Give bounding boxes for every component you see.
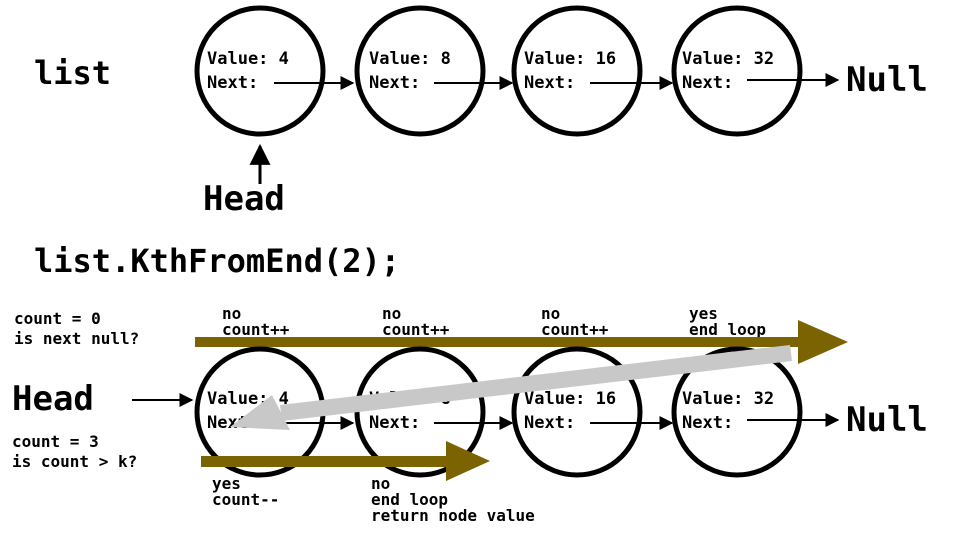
second-pass-step-1-line-1: yes xyxy=(212,474,241,493)
top-node-1-next: Next: xyxy=(207,73,258,93)
bottom-node-4-next: Next: xyxy=(682,413,733,433)
second-pass-intro-2: is count > k? xyxy=(12,452,137,471)
top-node-3-next: Next: xyxy=(524,73,575,93)
first-pass-step-2-line-1: no xyxy=(382,304,401,323)
second-pass-arrow-shaft xyxy=(201,456,448,467)
first-pass-step-1-line-2: count++ xyxy=(222,320,290,339)
top-head-label: Head xyxy=(203,179,285,219)
return-arrow xyxy=(230,345,792,430)
first-pass-intro-2: is next null? xyxy=(14,329,139,348)
bottom-code-label: list.KthFromEnd(2); xyxy=(34,242,400,280)
bottom-node-3-next: Next: xyxy=(524,413,575,433)
top-node-4-value: Value: 32 xyxy=(682,49,774,69)
top-node-4-next: Next: xyxy=(682,73,733,93)
first-pass-step-3-line-2: count++ xyxy=(541,320,609,339)
return-arrow-head xyxy=(230,395,290,430)
first-pass-step-1-line-1: no xyxy=(222,304,241,323)
return-arrow-shaft xyxy=(280,345,792,421)
bottom-node-4-circle xyxy=(671,346,803,478)
first-pass-step-2-line-2: count++ xyxy=(382,320,450,339)
first-pass-intro-1: count = 0 xyxy=(14,309,101,328)
first-pass-arrow-head xyxy=(798,320,848,364)
top-node-3-value: Value: 16 xyxy=(524,49,616,69)
top-node-2-circle xyxy=(354,5,486,137)
second-pass-intro-1: count = 3 xyxy=(12,432,99,451)
bottom-node-3: Value: 16 Next: xyxy=(511,346,643,478)
top-node-1: Value: 4 Next: xyxy=(194,5,326,137)
second-pass-arrow xyxy=(201,441,490,481)
first-pass-step-3-line-1: no xyxy=(541,304,560,323)
bottom-node-3-value: Value: 16 xyxy=(524,389,616,409)
bottom-null-label: Null xyxy=(846,400,928,440)
first-pass-step-4-line-2: end loop xyxy=(689,320,766,339)
top-node-3: Value: 16 Next: xyxy=(511,5,643,137)
second-pass-step-2-line-1: no xyxy=(371,474,390,493)
top-node-4: Value: 32 Next: xyxy=(671,5,803,137)
first-pass-arrow-shaft xyxy=(195,337,801,347)
bottom-node-4-value: Value: 32 xyxy=(682,389,774,409)
second-pass-step-1-line-2: count-- xyxy=(212,490,279,509)
first-pass-arrow xyxy=(195,320,848,364)
bottom-node-4: Value: 32 Next: xyxy=(671,346,803,478)
second-pass-arrow-head xyxy=(446,441,490,481)
top-node-1-value: Value: 4 xyxy=(207,49,289,69)
second-pass-step-2-line-2: end loop xyxy=(371,490,448,509)
first-pass-step-4-line-1: yes xyxy=(689,304,718,323)
top-node-2-next: Next: xyxy=(369,73,420,93)
top-node-4-circle xyxy=(671,5,803,137)
top-code-label: list xyxy=(34,54,111,92)
top-node-3-circle xyxy=(511,5,643,137)
top-node-2-value: Value: 8 xyxy=(369,49,451,69)
top-node-1-circle xyxy=(194,5,326,137)
top-node-2: Value: 8 Next: xyxy=(354,5,486,137)
bottom-head-label: Head xyxy=(12,379,94,419)
top-null-label: Null xyxy=(846,60,928,100)
second-pass-step-2-line-3: return node value xyxy=(371,506,535,525)
bottom-node-3-circle xyxy=(511,346,643,478)
bottom-node-2-next: Next: xyxy=(369,413,420,433)
